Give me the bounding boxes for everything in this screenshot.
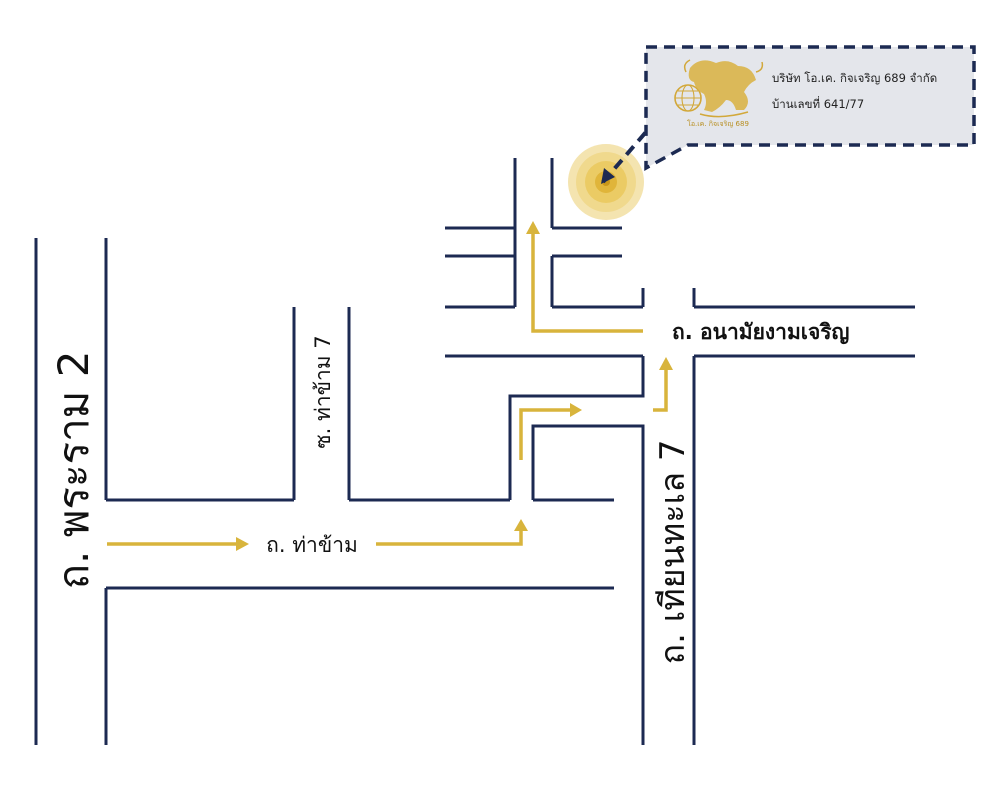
route-segment-anamai bbox=[531, 232, 643, 333]
location-marker-icon[interactable] bbox=[568, 144, 644, 220]
route-arrowhead-4 bbox=[659, 357, 673, 370]
route-arrowhead-2 bbox=[514, 519, 528, 531]
route-arrowhead-1 bbox=[236, 537, 249, 551]
lion-globe-logo-icon bbox=[674, 59, 764, 118]
route-arrowhead-3 bbox=[570, 403, 582, 417]
route-arrowhead-5 bbox=[526, 221, 540, 234]
route-segment-connector bbox=[519, 408, 572, 460]
route-segment-thakham bbox=[376, 530, 523, 546]
label-soi-thakham7: ซ. ท่าข้าม 7 bbox=[311, 335, 335, 448]
label-thakham: ถ. ท่าข้าม bbox=[266, 533, 358, 557]
road-connector-right bbox=[531, 424, 645, 745]
label-thianthale7: ถ. เทียนทะเล 7 bbox=[653, 440, 693, 665]
company-callout: โอ.เค. กิจเจริญ 689 บริษัท โอ.เค. กิจเจร… bbox=[644, 45, 976, 171]
company-name: บริษัท โอ.เค. กิจเจริญ 689 จำกัด bbox=[772, 71, 937, 85]
pointer-arrowhead bbox=[601, 168, 615, 184]
route-segment-thianthale bbox=[653, 368, 668, 412]
company-address: บ้านเลขที่ 641/77 bbox=[772, 96, 864, 111]
road-lines bbox=[34, 158, 915, 745]
label-rama2: ถ. พระราม 2 bbox=[49, 351, 98, 590]
label-anamai: ถ. อนามัยงามเจริญ bbox=[672, 320, 850, 345]
route-path bbox=[107, 221, 673, 551]
road-connector-left bbox=[508, 356, 645, 500]
logo-caption: โอ.เค. กิจเจริญ 689 bbox=[687, 119, 749, 128]
